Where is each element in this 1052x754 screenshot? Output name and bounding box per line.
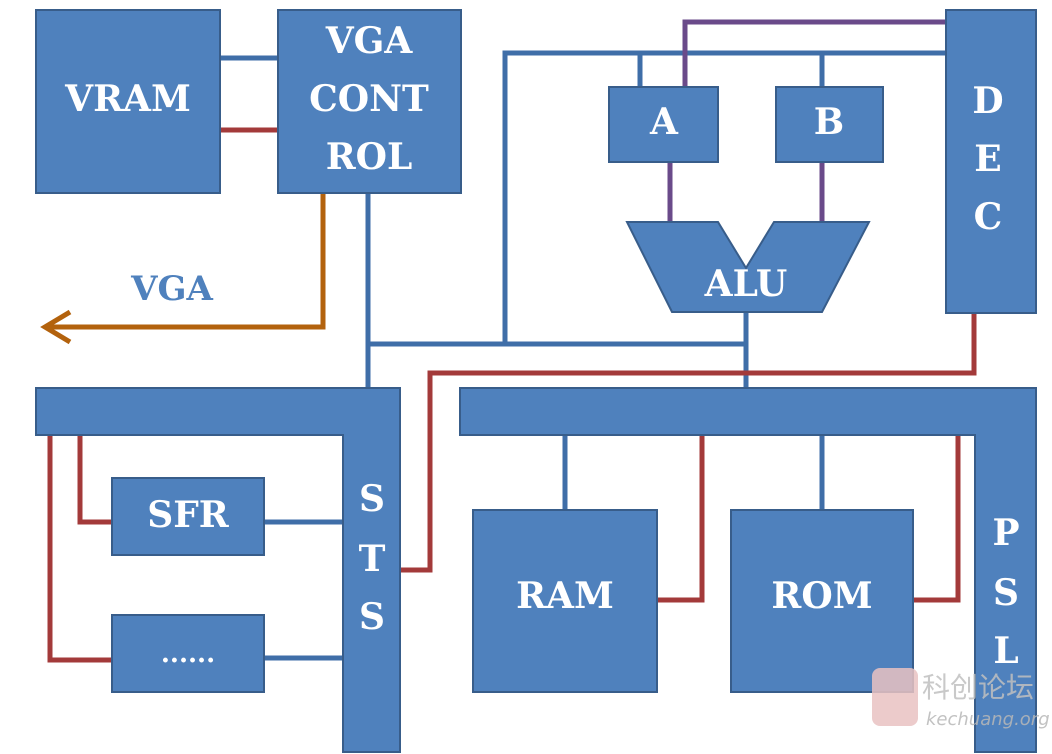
sts-label-t: T bbox=[359, 538, 386, 580]
psl-label-p: P bbox=[992, 512, 1019, 554]
watermark: 科创论坛 kechuang.org bbox=[872, 668, 1050, 730]
dots-label: ...... bbox=[161, 639, 215, 669]
alu-label: ALU bbox=[704, 263, 788, 305]
wire-ram-red bbox=[658, 435, 705, 603]
psl-bus bbox=[459, 387, 1037, 753]
sts-bus bbox=[35, 387, 401, 753]
vga-arrow-head bbox=[40, 309, 72, 345]
register-b-label: B bbox=[814, 101, 844, 143]
rom-label: ROM bbox=[771, 575, 872, 617]
ram-label: RAM bbox=[516, 575, 614, 617]
register-a-block bbox=[608, 86, 719, 163]
dots-block bbox=[111, 614, 265, 693]
sfr-label: SFR bbox=[147, 494, 230, 536]
sfr-block bbox=[111, 477, 265, 556]
vga-control-label-1: VGA bbox=[325, 20, 414, 62]
watermark-url: kechuang.org bbox=[926, 709, 1050, 730]
dec-label-e: E bbox=[974, 138, 1001, 180]
vram-label: VRAM bbox=[64, 78, 191, 120]
wire-dec-a bbox=[682, 19, 946, 87]
wire-rom-red bbox=[913, 435, 961, 603]
dec-block bbox=[945, 9, 1037, 314]
psl-label-s: S bbox=[993, 572, 1019, 614]
wire-vga-output bbox=[45, 193, 326, 330]
sts-label-s1: S bbox=[359, 478, 385, 520]
psl-label-l: L bbox=[993, 630, 1018, 672]
wire-top-bus bbox=[502, 50, 946, 344]
register-a-label: A bbox=[649, 101, 679, 143]
vga-control-block bbox=[277, 9, 462, 194]
vga-control-label-2: CONT bbox=[309, 78, 429, 120]
watermark-logo-icon bbox=[872, 668, 918, 726]
alu-block bbox=[625, 221, 871, 313]
vga-control-label-3: ROL bbox=[326, 136, 413, 178]
dec-label-d: D bbox=[972, 80, 1003, 122]
register-b-block bbox=[775, 86, 884, 163]
wire-sts-dots-red bbox=[47, 435, 112, 663]
ram-block bbox=[472, 509, 658, 693]
wire-dec-sts bbox=[400, 313, 977, 573]
watermark-cn: 科创论坛 bbox=[922, 671, 1034, 704]
vga-output-label: VGA bbox=[130, 269, 213, 309]
vram-block bbox=[35, 9, 221, 194]
sts-label-s2: S bbox=[359, 596, 385, 638]
dec-label-c: C bbox=[974, 196, 1003, 238]
wire-sts-sfr-red bbox=[77, 435, 112, 525]
rom-block bbox=[730, 509, 914, 693]
